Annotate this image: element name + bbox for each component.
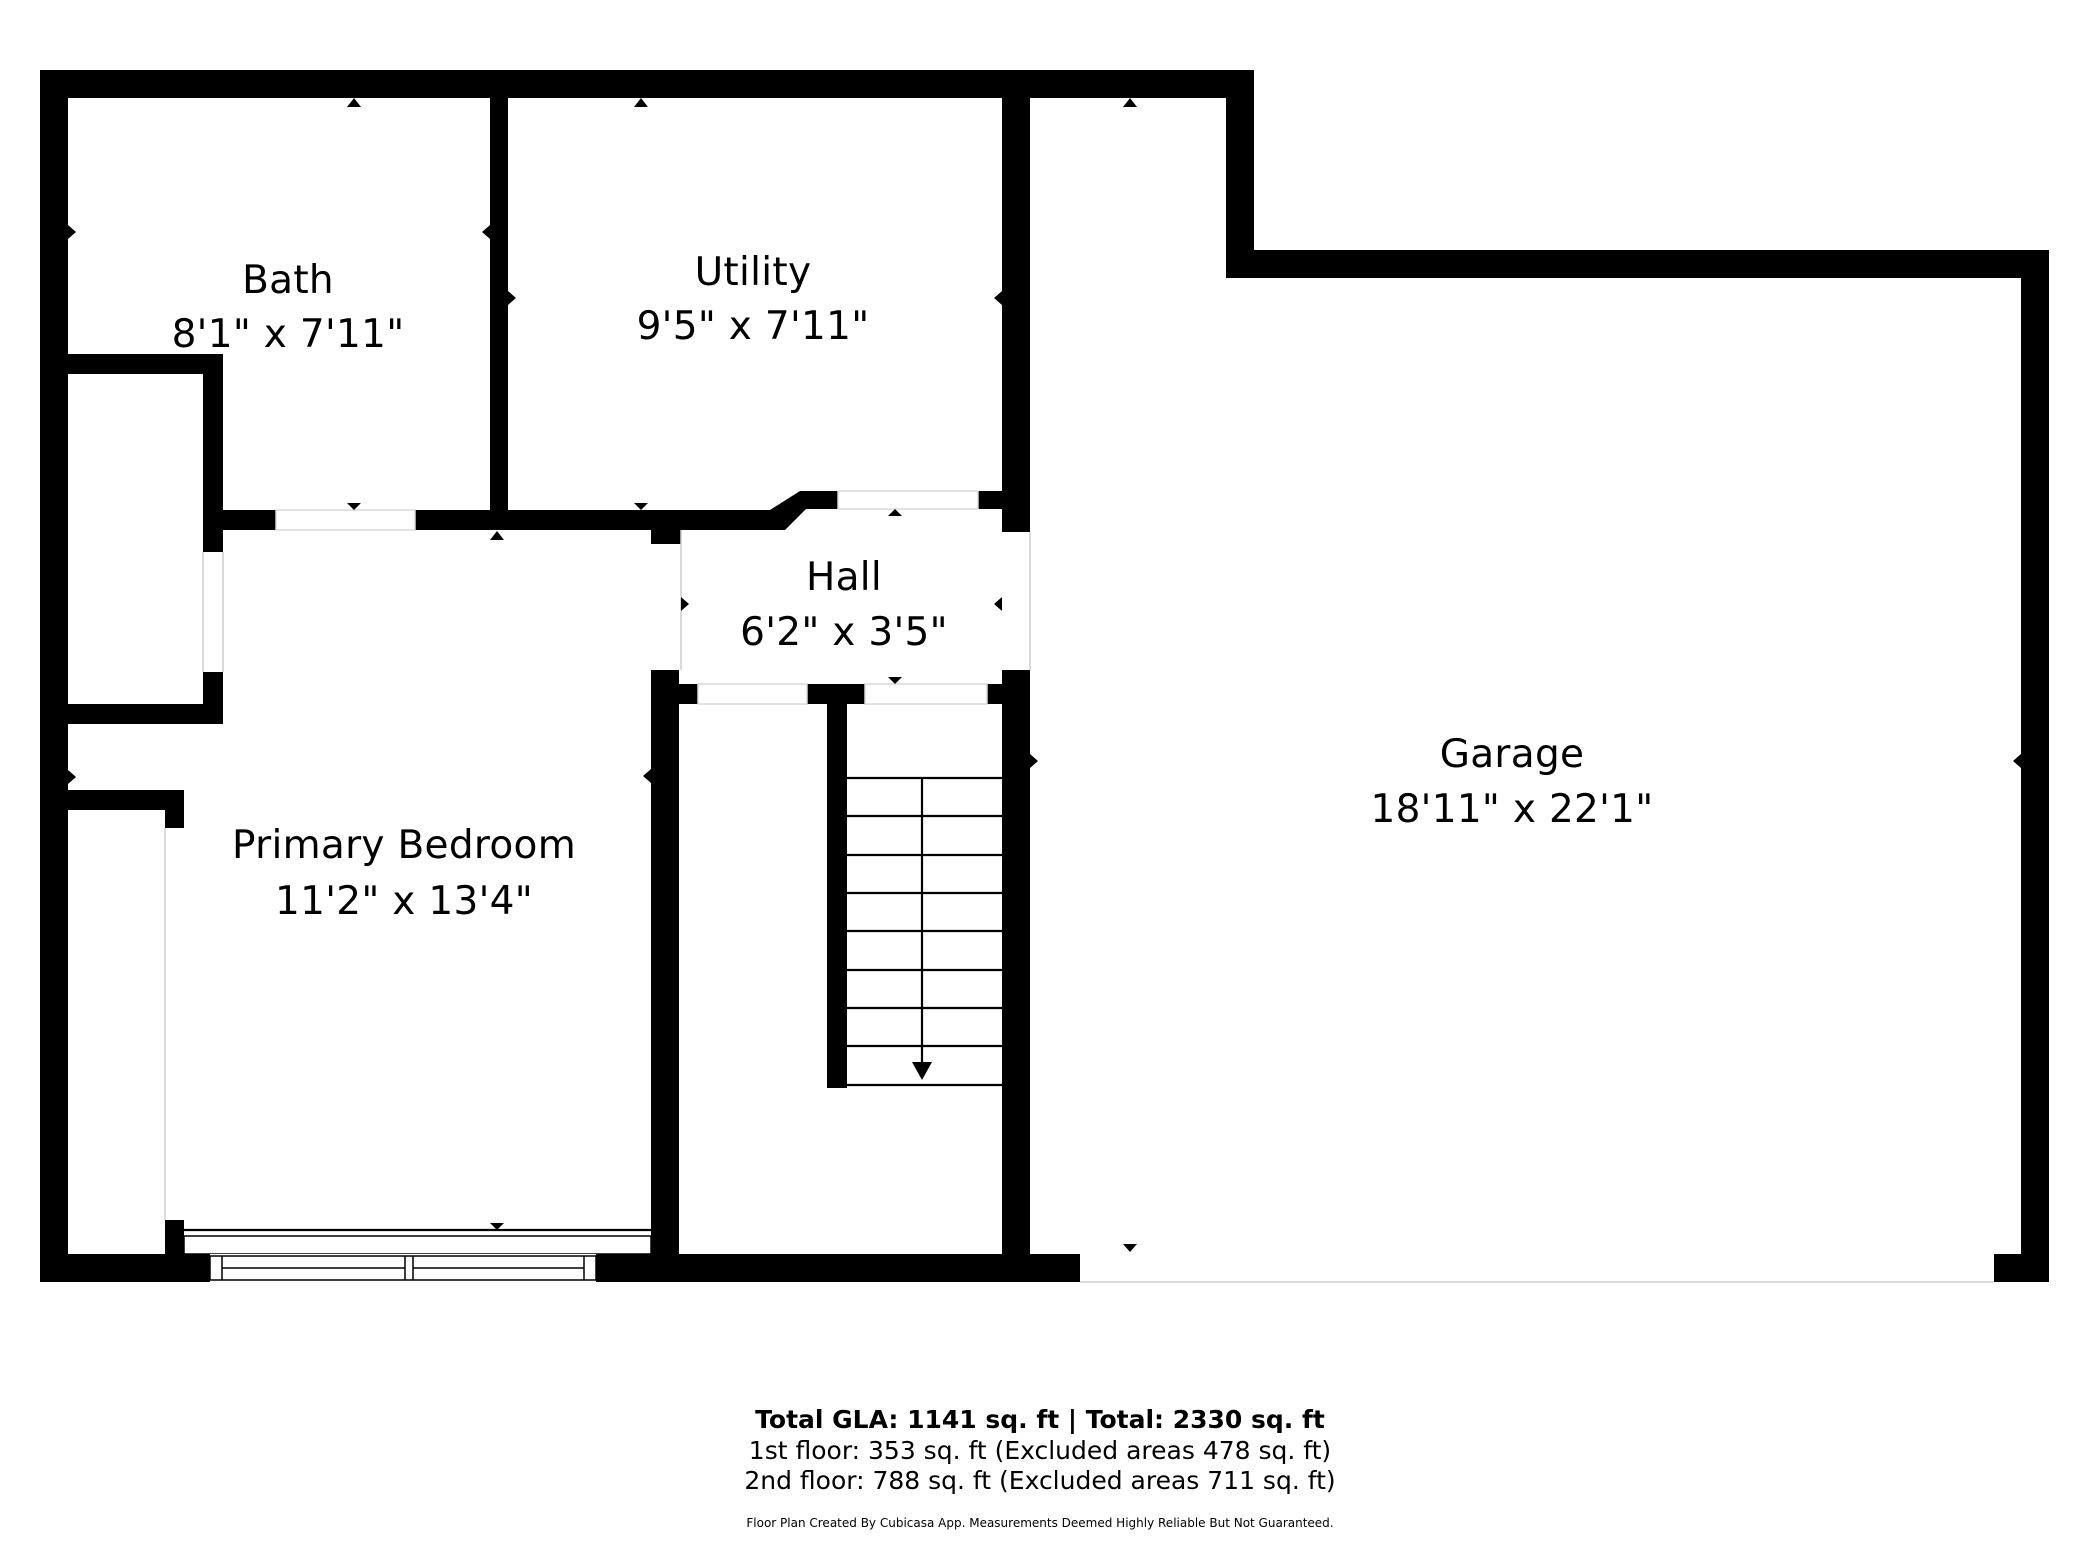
openings <box>164 490 1994 1283</box>
room-dims-bath: 8'1" x 7'11" <box>171 312 405 357</box>
interior-walls <box>68 98 1030 1282</box>
room-dims-hall: 6'2" x 3'5" <box>740 610 948 655</box>
first-floor-area: 1st floor: 353 sq. ft (Excluded areas 47… <box>748 1436 1332 1465</box>
room-name-utility: Utility <box>694 250 812 295</box>
room-name-bath: Bath <box>242 258 334 303</box>
total-area: Total GLA: 1141 sq. ft | Total: 2330 sq.… <box>755 1405 1325 1434</box>
room-name-primary-bedroom: Primary Bedroom <box>232 823 576 868</box>
disclaimer: Floor Plan Created By Cubicasa App. Meas… <box>746 1516 1334 1530</box>
room-dims-primary-bedroom: 11'2" x 13'4" <box>275 879 533 924</box>
room-name-hall: Hall <box>805 555 883 600</box>
sliding-door <box>183 1228 652 1282</box>
dimension-markers <box>68 98 2021 1252</box>
room-name-garage: Garage <box>1439 732 1585 777</box>
stairs <box>847 776 1002 1087</box>
room-dims-garage: 18'11" x 22'1" <box>1370 787 1654 832</box>
room-dims-utility: 9'5" x 7'11" <box>636 304 870 349</box>
stairs-down-arrow-icon <box>912 1062 932 1080</box>
second-floor-area: 2nd floor: 788 sq. ft (Excluded areas 71… <box>744 1466 1336 1495</box>
exterior-walls <box>40 70 2049 1282</box>
